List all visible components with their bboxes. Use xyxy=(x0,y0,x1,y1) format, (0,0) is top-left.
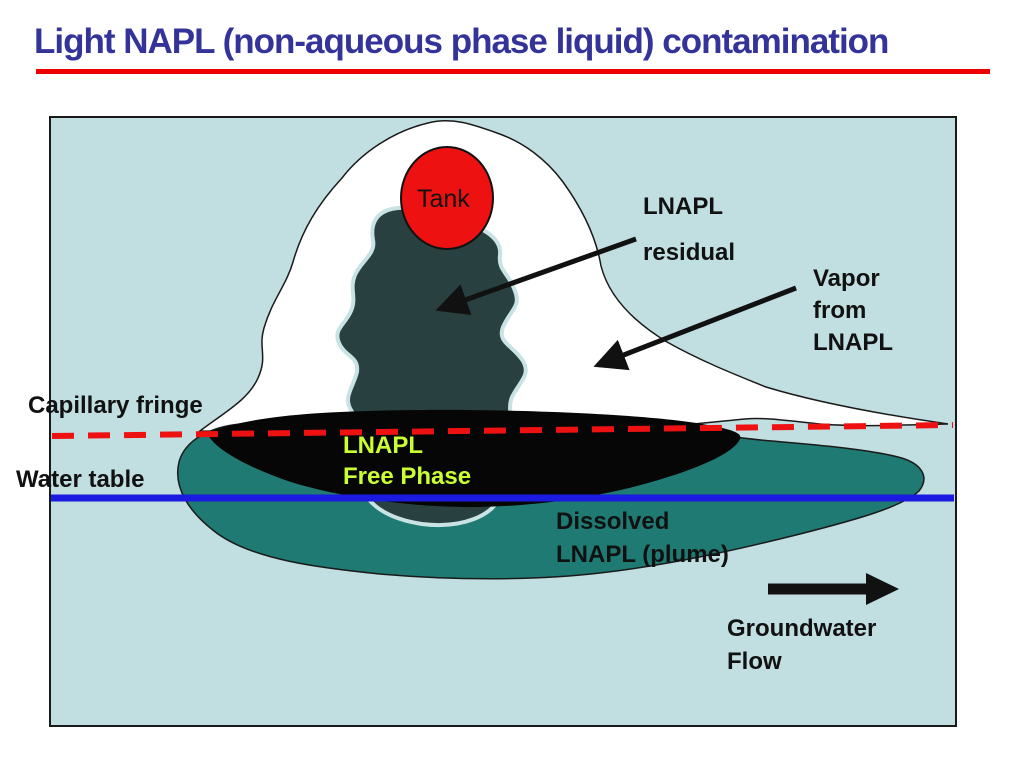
free-phase-label-line1: LNAPL xyxy=(343,432,423,459)
vapor-label-line3: LNAPL xyxy=(813,329,893,356)
dissolved-label-line2: LNAPL (plume) xyxy=(556,541,729,568)
groundwater-label-line2: Flow xyxy=(727,648,782,675)
capillary-fringe-line xyxy=(51,422,954,439)
vapor-arrow xyxy=(593,285,797,371)
vapor-label-line2: from xyxy=(813,297,867,324)
dissolved-plume-label: Dissolved LNAPL (plume) xyxy=(556,505,729,571)
vapor-label-line1: Vapor xyxy=(813,265,880,292)
groundwater-label-line1: Groundwater xyxy=(727,615,877,642)
lnapl-residual-label: LNAPL residual xyxy=(643,184,735,276)
title-underline-rule xyxy=(36,69,990,74)
groundwater-flow-label: Groundwater Flow xyxy=(727,612,876,678)
lnapl-residual-label-line1: LNAPL xyxy=(643,193,723,220)
tank-label: Tank xyxy=(417,185,470,213)
page-title: Light NAPL (non-aqueous phase liquid) co… xyxy=(34,22,889,61)
vapor-from-lnapl-label: Vapor from LNAPL xyxy=(813,263,893,359)
capillary-fringe-label: Capillary fringe xyxy=(28,392,203,419)
groundwater-flow-arrow xyxy=(768,573,899,605)
water-table-label: Water table xyxy=(16,466,145,493)
free-phase-label-line2: Free Phase xyxy=(343,463,472,490)
tank-shape xyxy=(400,146,494,250)
lnapl-free-phase-label: LNAPL Free Phase xyxy=(343,430,471,492)
dissolved-label-line1: Dissolved xyxy=(556,508,670,535)
lnapl-residual-arrow xyxy=(435,236,637,316)
lnapl-residual-label-line2: residual xyxy=(643,239,736,266)
